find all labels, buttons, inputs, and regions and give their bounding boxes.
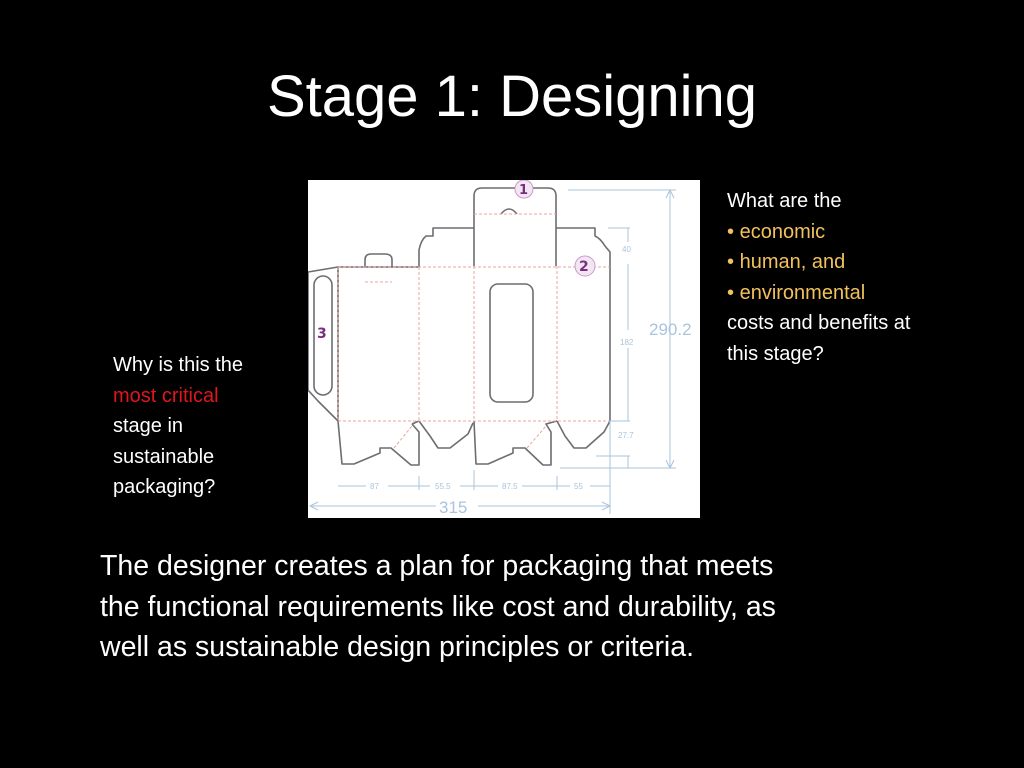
marker-2: 2 — [579, 259, 589, 275]
bullet-icon: • — [727, 281, 735, 304]
left-question-line-4: sustainable — [113, 445, 215, 468]
bullet-icon: • — [727, 220, 735, 243]
dim-height-182: 182 — [620, 338, 634, 347]
bullet-label: economic — [739, 220, 826, 243]
left-question: Why is this the most critical stage in s… — [113, 350, 303, 503]
packaging-dieline-diagram: 40 182 27.7 290.2 87 55.5 87.5 55 315 1 … — [308, 180, 700, 518]
dieline-fold-lines — [337, 213, 610, 449]
right-question-intro: What are the — [727, 190, 842, 212]
left-question-line-1: Why is this the — [113, 354, 244, 376]
body-paragraph: The designer creates a plan for packagin… — [100, 546, 940, 668]
dim-width-55: 55 — [574, 482, 583, 491]
right-question-line-after-2: this stage? — [727, 342, 824, 365]
dim-width-total: 315 — [439, 498, 467, 517]
dim-width-55-5: 55.5 — [435, 482, 451, 491]
marker-1-circle — [514, 180, 534, 199]
right-question-line-after-1: costs and benefits at — [727, 312, 911, 334]
dim-width-87: 87 — [370, 482, 379, 491]
slide-title: Stage 1: Designing — [266, 64, 758, 129]
left-question-line-3: stage in — [113, 415, 184, 437]
dimension-labels: 40 182 27.7 290.2 87 55.5 87.5 55 315 — [370, 245, 692, 517]
marker-3: 3 — [317, 326, 327, 342]
body-line-3: well as sustainable design principles or… — [100, 631, 695, 663]
bullet-item-environmental: • environmental — [727, 278, 987, 309]
right-question: What are the • economic • human, and • e… — [727, 186, 987, 369]
left-question-highlight: most critical — [113, 384, 219, 407]
dim-height-total: 290.2 — [649, 320, 692, 339]
dim-height-27-7: 27.7 — [618, 431, 634, 440]
bullet-label: environmental — [739, 281, 866, 304]
dieline-cut-lines — [308, 187, 611, 466]
bullet-icon: • — [727, 251, 735, 273]
body-line-1: The designer creates a plan for packagin… — [100, 550, 774, 582]
dim-height-40: 40 — [622, 245, 631, 254]
body-line-2: the functional requirements like cost an… — [100, 590, 776, 623]
marker-1: 1 — [519, 183, 528, 198]
bullet-item-human: • human, and — [727, 247, 987, 278]
marker-2-circle — [574, 255, 596, 277]
callout-markers: 1 2 3 — [317, 180, 596, 342]
dim-width-87-5: 87.5 — [502, 482, 518, 491]
bullet-item-economic: • economic — [727, 217, 987, 248]
bullet-label: human, and — [739, 251, 846, 273]
dimension-lines — [308, 188, 676, 514]
left-question-line-5: packaging? — [113, 476, 216, 498]
